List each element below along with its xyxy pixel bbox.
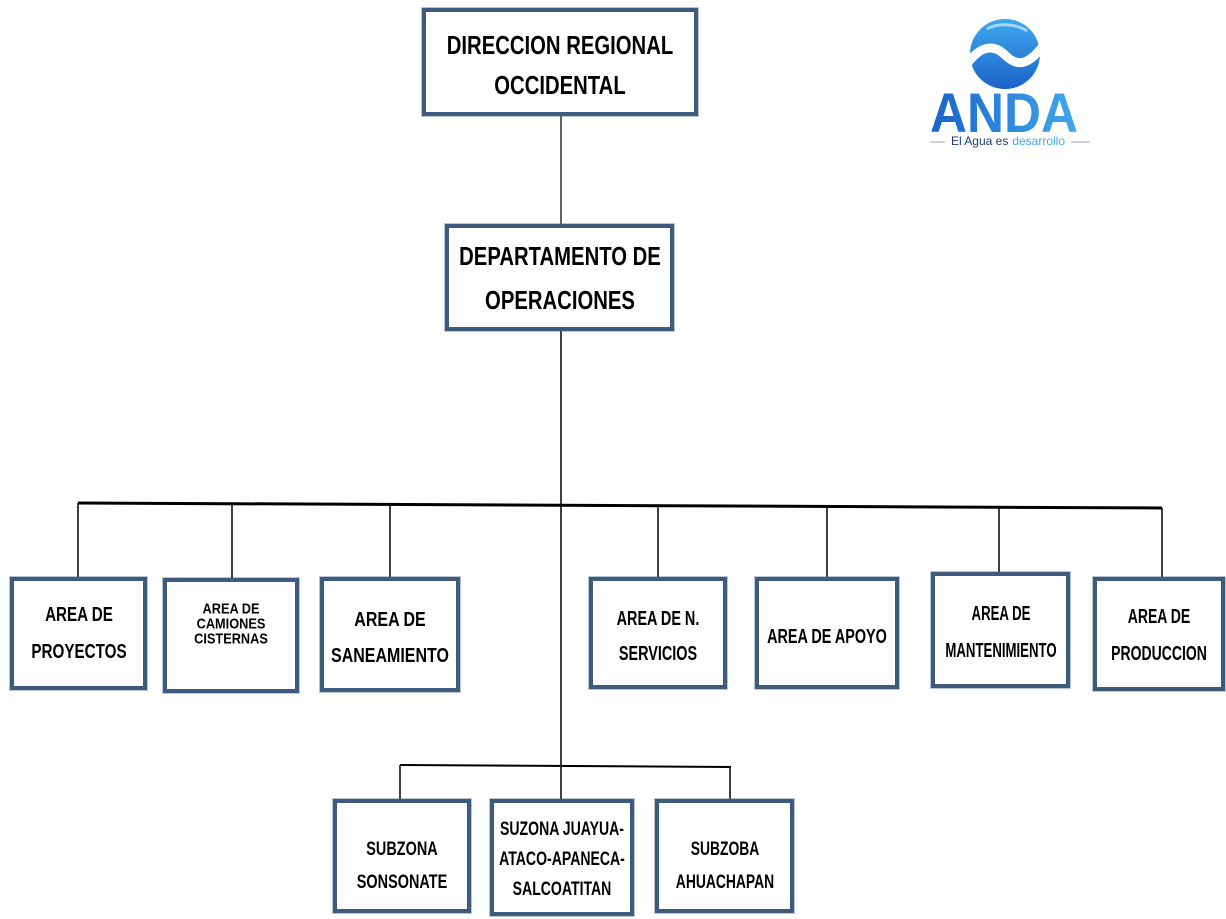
area-proyectos-box: AREA DE PROYECTOS xyxy=(10,577,147,690)
logo-tagline: El Agua es desarrollo xyxy=(951,134,1065,148)
direccion-regional-box: DIRECCION REGIONAL OCCIDENTAL xyxy=(422,8,698,116)
subzona-sonsonate-label: SUBZONA SONSONATE xyxy=(356,839,448,893)
area-mantenimiento-label: AREA DE MANTENIMIENTO xyxy=(944,603,1057,662)
departamento-operaciones-box: DEPARTAMENTO DE OPERACIONES xyxy=(445,224,674,331)
subzona-sonsonate-box: SUBZONA SONSONATE xyxy=(333,799,471,913)
subzona-ahuachapan-label: SUBZOBA AHUACHAPAN xyxy=(675,839,774,893)
area-saneamiento-box: AREA DE SANEAMIENTO xyxy=(320,577,460,692)
area-saneamiento-label: AREA DE SANEAMIENTO xyxy=(331,608,449,667)
logo-wordmark: ANDA xyxy=(930,81,1078,144)
area-proyectos-label: AREA DE PROYECTOS xyxy=(30,603,127,663)
connector-subzones-bus xyxy=(399,764,732,768)
area-mantenimiento-box: AREA DE MANTENIMIENTO xyxy=(931,572,1070,688)
area-camiones-cisternas-label: AREA DE CAMIONES CISTERNAS xyxy=(194,600,268,647)
anda-logo: ANDA El Agua es desarrollo xyxy=(930,19,1090,148)
area-camiones-cisternas-box: AREA DE CAMIONES CISTERNAS xyxy=(163,578,299,693)
area-servicios-label: AREA DE N. SERVICIOS xyxy=(616,608,700,665)
logo-tagline-end: desarrollo xyxy=(1012,134,1065,148)
water-drop-icon xyxy=(970,19,1040,89)
subzona-juayua-label: SUZONA JUAYUA-ATACO-APANECA-SALCOATITAN xyxy=(499,818,625,900)
area-produccion-box: AREA DE PRODUCCION xyxy=(1093,577,1225,691)
area-apoyo-box: AREA DE APOYO xyxy=(755,577,899,689)
area-produccion-label: AREA DE PRODUCCION xyxy=(1111,606,1207,665)
subzona-ahuachapan-box: SUBZOBA AHUACHAPAN xyxy=(655,799,794,913)
subzona-juayua-box: SUZONA JUAYUA-ATACO-APANECA-SALCOATITAN xyxy=(490,799,634,916)
connector-areas-bus xyxy=(77,501,1163,510)
logo-tagline-start: El Agua es xyxy=(951,134,1008,148)
departamento-operaciones-label: DEPARTAMENTO DE OPERACIONES xyxy=(458,240,661,315)
area-servicios-box: AREA DE N. SERVICIOS xyxy=(589,577,727,689)
area-apoyo-label: AREA DE APOYO xyxy=(767,626,887,648)
direccion-regional-label: DIRECCION REGIONAL OCCIDENTAL xyxy=(446,30,674,100)
